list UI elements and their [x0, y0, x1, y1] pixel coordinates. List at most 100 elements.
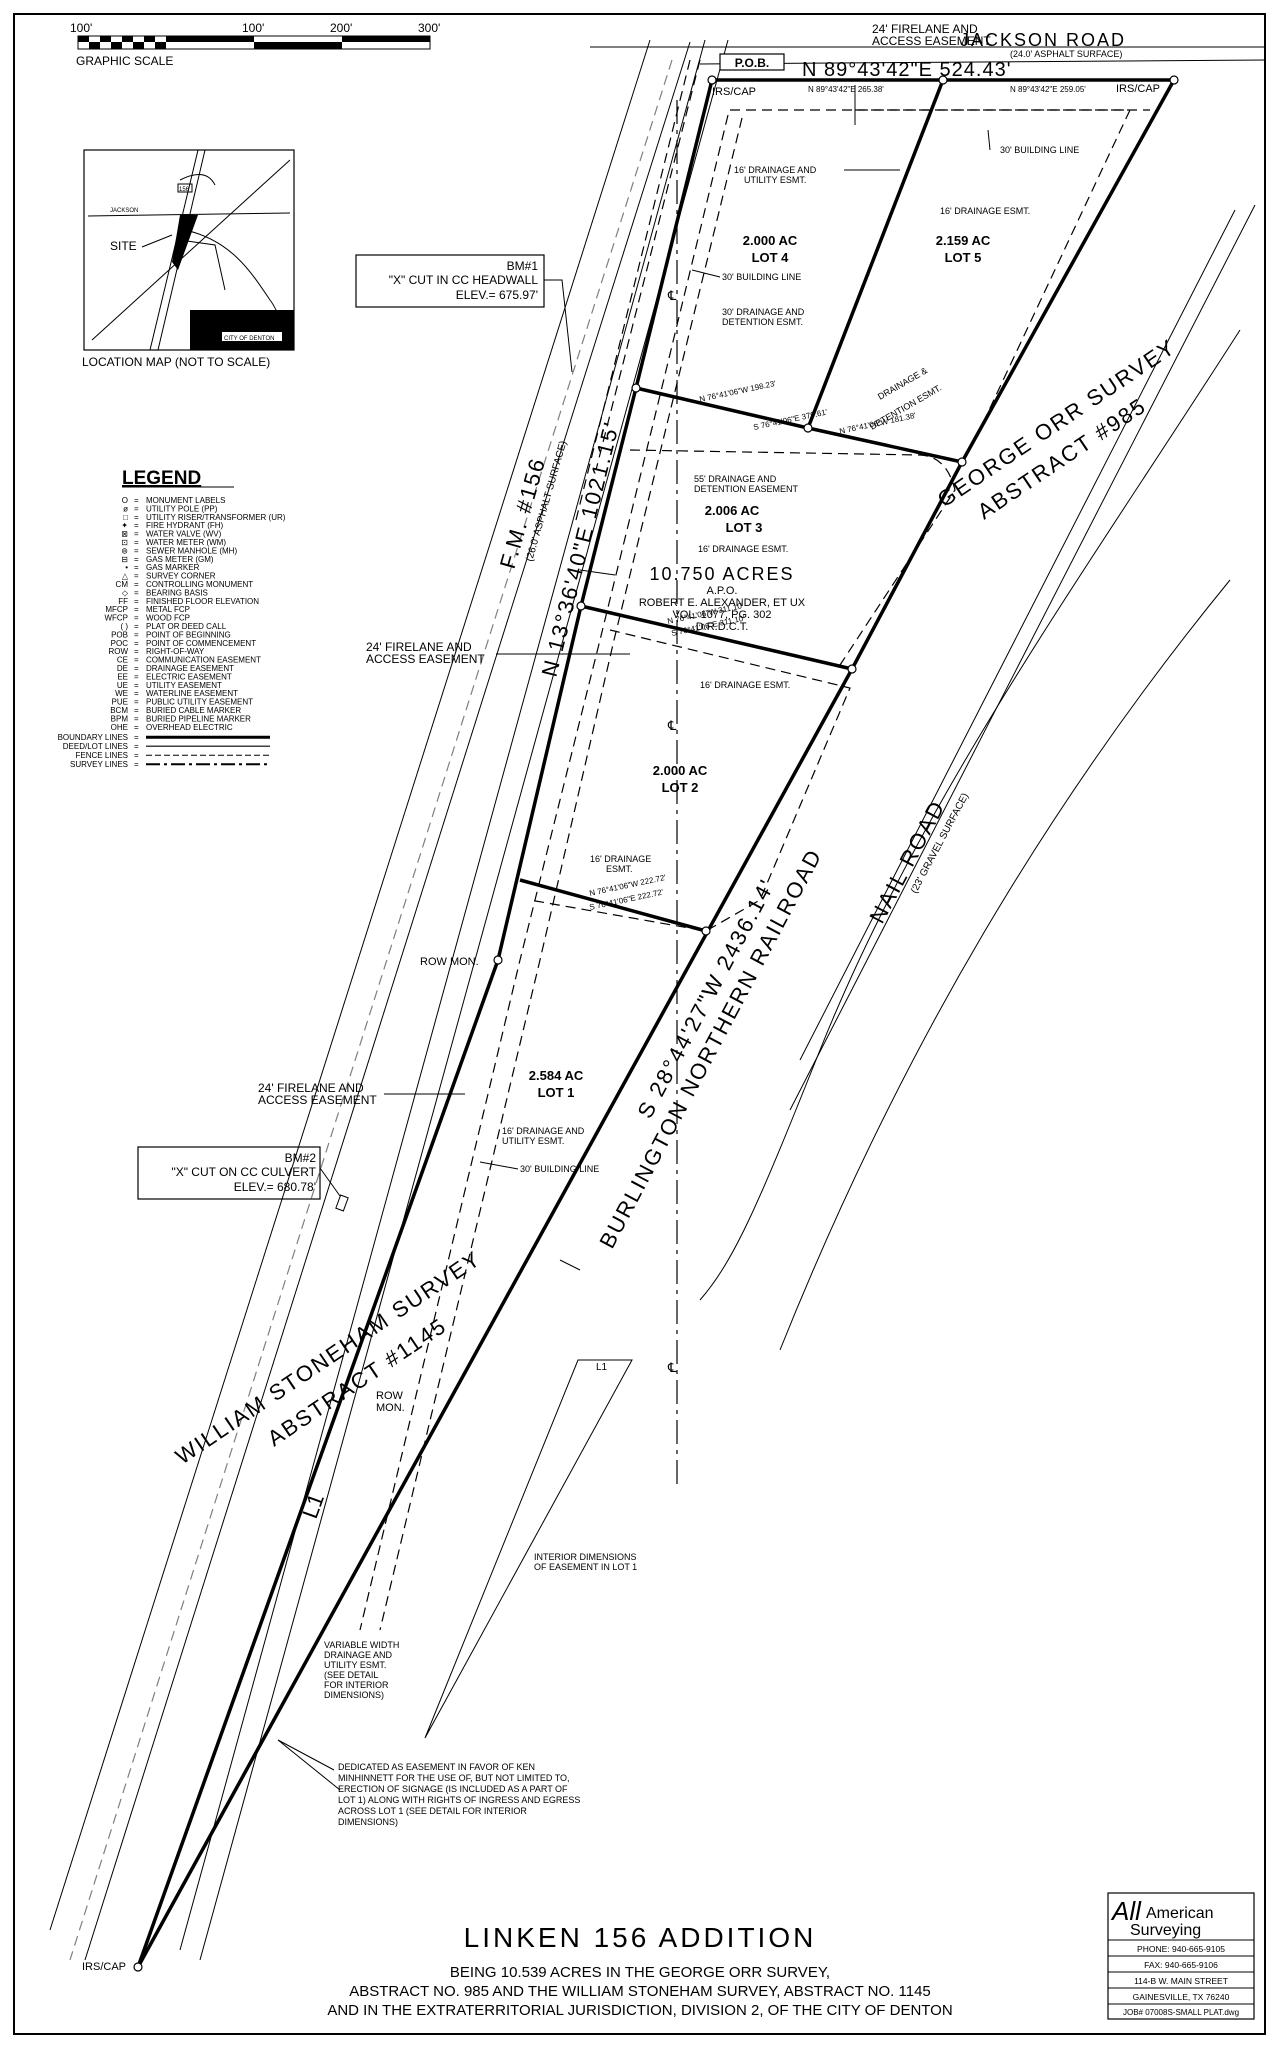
lot2-area: 2.000 AC — [653, 763, 708, 778]
location-map-road-label: JACKSON — [110, 208, 138, 214]
legend-entry-19: COMMUNICATION EASEMENT — [146, 656, 261, 665]
lot2-name: LOT 2 — [662, 780, 699, 795]
location-map-site-label: SITE — [110, 239, 137, 253]
detention-lot3-line2: DETENTION EASEMENT — [694, 484, 799, 494]
monument-sw-corner — [133, 1962, 143, 1972]
legend-symbol-23: WE — [115, 689, 128, 698]
variable-width-note-line5: FOR INTERIOR — [324, 1680, 389, 1690]
bearing-north-east-segment: N 89°43'42"E 259.05' — [1010, 85, 1086, 94]
legend-line-entry-1: DEED/LOT LINES — [63, 742, 128, 751]
legend-equals-14: = — [134, 614, 139, 623]
legend-symbol-25: BCM — [110, 706, 128, 715]
legend-equals-17: = — [134, 639, 139, 648]
legend-symbol-10: CM — [116, 580, 129, 589]
variable-width-note-line1: VARIABLE WIDTH — [324, 1640, 399, 1650]
property-boundary: L1 — [136, 59, 1176, 1968]
plat-subtitle-line2: ABSTRACT NO. 985 AND THE WILLIAM STONEHA… — [349, 1983, 931, 2000]
variable-width-note-line2: DRAINAGE AND — [324, 1650, 393, 1660]
firelane-mid-line1: 24' FIRELANE AND — [366, 640, 472, 654]
firelane-low-line1: 24' FIRELANE AND — [258, 1081, 364, 1095]
owner-acres: 10.750 ACRES — [649, 564, 794, 584]
irs-cap-nw: IRS/CAP — [712, 86, 756, 98]
monument-pob — [707, 75, 717, 85]
legend-line-entry-3: SURVEY LINES — [70, 760, 128, 769]
legend-line-equals-2: = — [134, 751, 139, 760]
legend-equals-1: = — [134, 504, 139, 513]
legend-equals-0: = — [134, 496, 139, 505]
variable-width-note-line3: UTILITY ESMT. — [324, 1660, 386, 1670]
irs-cap-ne: IRS/CAP — [1116, 83, 1160, 95]
legend-equals-23: = — [134, 689, 139, 698]
company-phone: PHONE: 940-665-9105 — [1137, 1944, 1225, 1954]
interior-note-line2: OF EASEMENT IN LOT 1 — [534, 1562, 637, 1572]
legend-equals-15: = — [134, 622, 139, 631]
detention-lot5-line2: DETENTION ESMT. — [868, 383, 943, 432]
legend-equals-3: = — [134, 521, 139, 530]
legend-entry-8: GAS MARKER — [146, 563, 200, 572]
company-job-number: JOB# 07008S-SMALL PLAT.dwg — [1123, 2008, 1239, 2017]
location-map-caption: LOCATION MAP (NOT TO SCALE) — [82, 355, 270, 369]
legend-equals-16: = — [134, 630, 139, 639]
location-map-route-label: 156 — [179, 187, 190, 193]
legend-symbol-21: EE — [117, 672, 128, 681]
nail-road-label: NAIL ROAD — [864, 796, 950, 928]
firelane-low-line2: ACCESS EASEMENT — [258, 1093, 377, 1107]
legend-entry-22: UTILITY EASEMENT — [146, 681, 222, 690]
scale-label: GRAPHIC SCALE — [76, 54, 173, 68]
legend-entry-24: PUBLIC UTILITY EASEMENT — [146, 698, 253, 707]
owner-apo: A.P.O. — [707, 585, 738, 597]
firelane-top-line2: ACCESS EASEMENT — [872, 34, 991, 48]
legend-equals-13: = — [134, 605, 139, 614]
legend-symbol-19: CE — [117, 656, 128, 665]
legend-equals-12: = — [134, 597, 139, 606]
legend-equals-25: = — [134, 706, 139, 715]
drainage-lot5: 16' DRAINAGE ESMT. — [940, 206, 1030, 216]
legend-title: LEGEND — [122, 468, 201, 489]
legend-line-entry-2: FENCE LINES — [76, 751, 128, 760]
legend-symbol-18: ROW — [108, 647, 128, 656]
irs-cap-sw: IRS/CAP — [82, 1961, 126, 1973]
scale-tick-3: 300' — [418, 21, 440, 35]
lot4-area: 2.000 AC — [743, 233, 798, 248]
legend-equals-2: = — [134, 513, 139, 522]
scale-tick-1: 100' — [242, 21, 264, 35]
row-mon-label: ROW MON. — [420, 956, 479, 968]
bm1-id: BM#1 — [507, 259, 539, 273]
legend-symbol-15: ( ) — [120, 622, 128, 631]
plat-subtitle-line1: BEING 10.539 ACRES IN THE GEORGE ORR SUR… — [450, 1964, 830, 1981]
centerline-mark-3: ℄ — [667, 1360, 677, 1375]
legend-entry-11: BEARING BASIS — [146, 588, 208, 597]
legend-entry-27: OVERHEAD ELECTRIC — [146, 723, 233, 732]
legend-entry-10: CONTROLLING MONUMENT — [146, 580, 253, 589]
legend-symbol-3: ✦ — [121, 521, 128, 530]
bearing-north-line: N 89°43'42"E 524.43' — [802, 59, 1012, 81]
legend-equals-4: = — [134, 530, 139, 539]
monument-lot23-w — [576, 601, 586, 611]
railroad-label: BURLINGTON NORTHERN RAILROAD — [594, 844, 827, 1252]
legend-symbol-1: ø — [123, 504, 128, 513]
detention-lot4-line1: 30' DRAINAGE AND — [722, 307, 805, 317]
drainage-utility-lot4-line1: 16' DRAINAGE AND — [734, 165, 817, 175]
legend-entry-25: BURIED CABLE MARKER — [146, 706, 241, 715]
bm2-line1: "X" CUT ON CC CULVERT — [171, 1165, 316, 1179]
detention-lot4-line2: DETENTION ESMT. — [722, 317, 803, 327]
legend-equals-19: = — [134, 656, 139, 665]
monument-row-mon — [493, 955, 503, 965]
scale-tick-0: 100' — [70, 21, 92, 35]
legend-symbol-8: • — [125, 563, 128, 572]
legend-entry-1: UTILITY POLE (PP) — [146, 504, 218, 513]
legend-symbol-27: OHE — [111, 723, 128, 732]
plat-title: LINKEN 156 ADDITION — [464, 1922, 817, 1953]
dedication-note-line5: ACROSS LOT 1 (SEE DETAIL FOR INTERIOR — [338, 1806, 527, 1816]
legend-equals-6: = — [134, 546, 139, 555]
benchmark-1: BM#1 "X" CUT IN CC HEADWALL ELEV.= 675.9… — [355, 254, 573, 373]
monument-ne-corner — [1169, 75, 1179, 85]
legend-entry-9: SURVEY CORNER — [146, 572, 216, 581]
legend-entry-13: METAL FCP — [146, 605, 190, 614]
pob-label: P.O.B. — [735, 56, 769, 70]
legend-equals-26: = — [134, 714, 139, 723]
legend-symbol-26: BPM — [111, 714, 129, 723]
bearing-lot45-a: N 76°41'06"W 198.23' — [699, 379, 778, 404]
legend-equals-27: = — [134, 723, 139, 732]
